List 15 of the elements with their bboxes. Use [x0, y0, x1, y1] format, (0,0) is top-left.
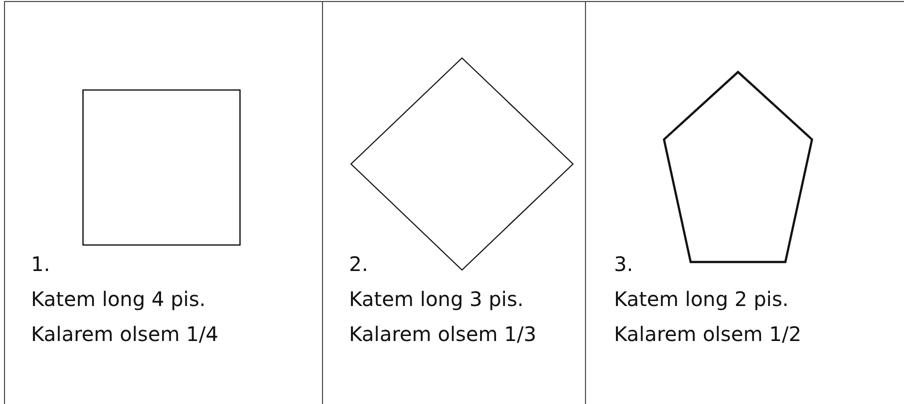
- number-label: 3.: [614, 252, 634, 276]
- diamond-shape: [350, 57, 574, 271]
- text-line: Kalarem olsem 1/4: [31, 322, 218, 346]
- number-label: 2.: [349, 252, 368, 276]
- text-line: Kalarem olsem 1/3: [349, 322, 536, 346]
- table-cell: [585, 1, 904, 404]
- text-line: Katem long 4 pis.: [31, 287, 206, 311]
- text-line: Kalarem olsem 1/2: [614, 322, 802, 346]
- table-cell: [322, 1, 585, 404]
- text-line: Katem long 2 pis.: [614, 287, 789, 311]
- pentagon-shape: [662, 70, 814, 264]
- table-cell: [4, 1, 322, 404]
- square-shape: [82, 89, 241, 246]
- number-label: 1.: [31, 252, 50, 276]
- text-line: Katem long 3 pis.: [349, 287, 524, 311]
